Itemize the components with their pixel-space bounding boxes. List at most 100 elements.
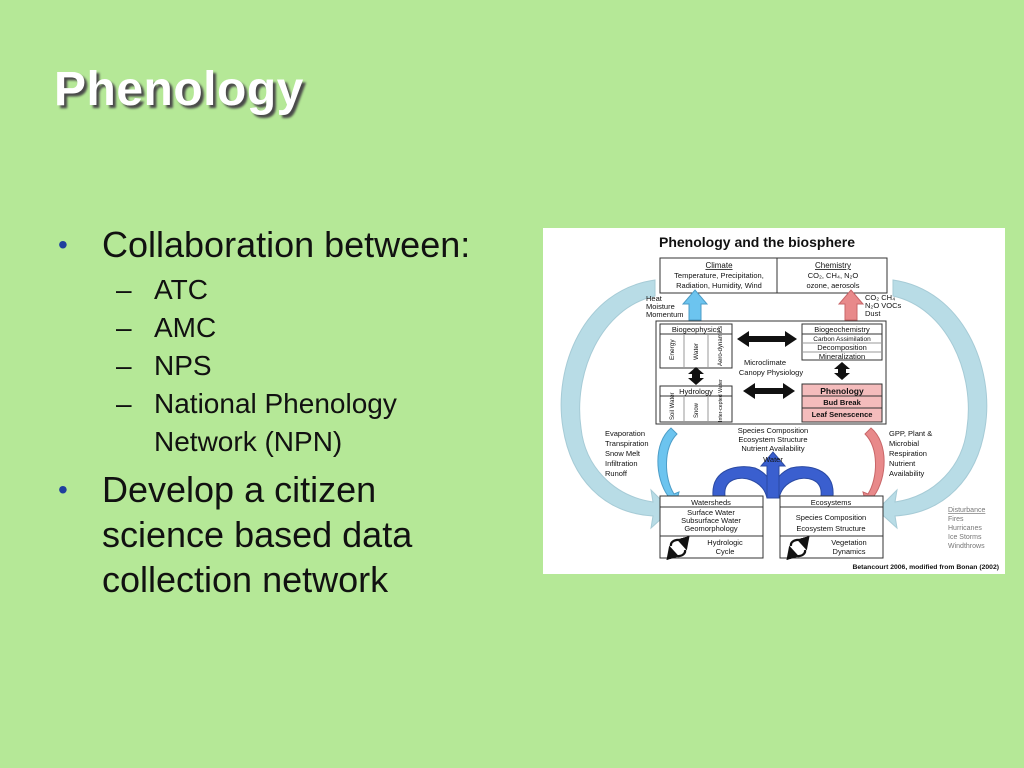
sub-bullet-item: –AMC	[116, 309, 528, 347]
bullet-text-line: collection network	[102, 559, 389, 600]
aerodynamics-label: Aero-dynamics	[718, 326, 724, 366]
dash-icon: –	[116, 350, 132, 381]
bud-break-label: Bud Break	[823, 398, 861, 407]
momentum-label: Momentum	[646, 310, 684, 319]
cycle-label: Cycle	[716, 547, 735, 556]
dash-icon: –	[116, 274, 132, 305]
vegetation-dynamics-icon	[786, 535, 810, 561]
biogeophysics-box	[659, 323, 733, 369]
ice-storms-label: Ice Storms	[948, 534, 982, 541]
decomposition-label: Decomposition	[817, 343, 867, 352]
microbial-label: Microbial	[889, 439, 919, 448]
climate-line-1: Temperature, Precipitation,	[674, 271, 764, 280]
microclimate-label: Microclimate	[744, 358, 786, 367]
watersheds-label: Watersheds	[691, 498, 731, 507]
bullet-dot-icon: •	[58, 229, 68, 260]
diagram-svg: Phenology and the biosphere Climate Temp…	[560, 234, 999, 571]
n2o-label: N₂O VOCs	[865, 301, 901, 310]
soil-water-label: Soil Water	[670, 393, 676, 420]
fires-label: Fires	[948, 516, 964, 523]
biogeophysics-label: Biogeophysics	[672, 325, 721, 334]
right-cycle-arrow	[876, 279, 988, 530]
moisture-label: Moisture	[646, 302, 675, 311]
sub-bullet-item: –ATC	[116, 271, 528, 309]
subsurface-water-label: Subsurface Water	[681, 516, 741, 525]
vertical-double-arrow-right	[834, 362, 850, 380]
snow-label: Snow	[694, 402, 700, 418]
transpiration-label: Transpiration	[605, 439, 649, 448]
water-label: Water	[693, 342, 700, 360]
bullet-collaboration: • Collaboration between:	[58, 222, 528, 267]
eco-species-composition-label: Species Composition	[796, 513, 866, 522]
phenology-box	[801, 383, 883, 423]
dust-label: Dust	[865, 309, 881, 318]
bullet-list: • Collaboration between: –ATC –AMC –NPS …	[58, 222, 528, 602]
intercepted-water-label: Inter-cepted Water	[718, 379, 724, 422]
availability-label: Availability	[889, 469, 925, 478]
hydrology-label: Hydrology	[679, 387, 713, 396]
gpp-label: GPP, Plant &	[889, 429, 932, 438]
double-arrow-mid	[743, 383, 795, 399]
bullet-citizen-science: • Develop a citizen science based data c…	[58, 467, 528, 602]
dynamics-label: Dynamics	[833, 547, 866, 556]
windthrows-label: Windthrows	[948, 543, 985, 550]
phenology-label: Phenology	[820, 386, 864, 396]
ecosystem-structure-label: Ecosystem Structure	[738, 435, 807, 444]
heat-label: Heat	[646, 294, 663, 303]
dark-blue-up-arrow	[759, 451, 787, 499]
carbon-assimilation-label: Carbon Assimilation	[813, 336, 871, 343]
climate-line-2: Radiation, Humidity, Wind	[676, 281, 762, 290]
respiration-label: Respiration	[889, 449, 927, 458]
hurricanes-label: Hurricanes	[948, 525, 982, 532]
credit-label: Betancourt 2006, modified from Bonan (20…	[852, 564, 999, 571]
blue-up-arrow	[681, 289, 709, 321]
species-composition-label: Species Composition	[738, 426, 808, 435]
chemistry-label: Chemistry	[815, 261, 851, 270]
runoff-label: Runoff	[605, 469, 628, 478]
geomorphology-label: Geomorphology	[684, 524, 738, 533]
sub-bullet-text: NPS	[154, 350, 212, 381]
bullet-text-line: science based data	[102, 514, 413, 555]
leaf-senescence-label: Leaf Senescence	[812, 410, 873, 419]
co2-label: CO₂ CH₄	[865, 293, 895, 302]
bullet-dot-icon: •	[58, 474, 68, 505]
canopy-physiology-label: Canopy Physiology	[739, 368, 803, 377]
sub-bullet-text-cont: Network (NPN)	[154, 426, 343, 457]
sub-bullet-text: AMC	[154, 312, 217, 343]
dash-icon: –	[116, 312, 132, 343]
biogeochemistry-label: Biogeochemistry	[814, 325, 870, 334]
ecosystems-label: Ecosystems	[811, 498, 852, 507]
surface-water-label: Surface Water	[687, 508, 735, 517]
sub-bullet-text: ATC	[154, 274, 208, 305]
mineralization-label: Mineralization	[819, 352, 865, 361]
eco-ecosystem-structure-label: Ecosystem Structure	[796, 524, 865, 533]
dash-icon: –	[116, 388, 132, 419]
bullet-text: Collaboration between:	[102, 224, 471, 265]
vertical-double-arrow-left	[688, 367, 704, 385]
infiltration-label: Infiltration	[605, 459, 638, 468]
sub-bullet-text: National Phenology	[154, 388, 397, 419]
chemistry-line-1: CO₂, CH₄, N₂O	[808, 271, 859, 280]
nutrient-label: Nutrient	[889, 459, 916, 468]
water-center-label: Water	[763, 455, 783, 464]
hydrologic-cycle-icon	[666, 535, 690, 561]
energy-label: Energy	[669, 339, 676, 360]
nutrient-availability-label: Nutrient Availability	[741, 444, 804, 453]
disturbance-label: Disturbance	[948, 507, 985, 514]
bullet-text-line: Develop a citizen	[102, 469, 377, 510]
vegetation-label: Vegetation	[831, 538, 866, 547]
climate-chemistry-box	[659, 257, 888, 294]
snow-melt-label: Snow Melt	[605, 449, 641, 458]
biogeochemistry-box	[801, 323, 883, 361]
chemistry-line-2: ozone, aerosols	[807, 281, 860, 290]
diagram-title: Phenology and the biosphere	[659, 234, 855, 250]
left-cycle-arrow	[560, 279, 672, 530]
hydrologic-label: Hydrologic	[707, 538, 743, 547]
double-arrow-top	[737, 331, 797, 347]
hydrology-box	[659, 385, 733, 423]
sub-bullet-item: –NPS	[116, 347, 528, 385]
slide-title: Phenology	[54, 63, 304, 116]
evaporation-label: Evaporation	[605, 429, 645, 438]
